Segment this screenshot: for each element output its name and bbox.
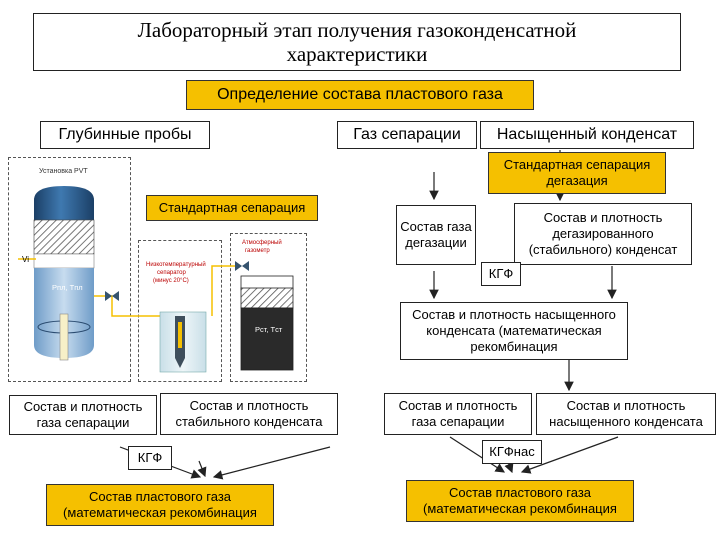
saturated-condensate-text: Насыщенный конденсат: [496, 126, 678, 143]
right-saturated-condensate-box: Состав и плотность насыщенного конденсат…: [536, 393, 716, 435]
page-title-text: Лабораторный этап получения газоконденса…: [137, 17, 577, 66]
pvt-unit-frame: [8, 157, 131, 382]
right-gas-composition-text: Состав и плотность газа сепарации: [398, 397, 518, 429]
deep-samples-box: Глубинные пробы: [40, 121, 210, 149]
left-kgf-text: КГФ: [137, 449, 163, 465]
left-stable-condensate-box: Состав и плотность стабильного конденсат…: [160, 393, 338, 435]
separation-gas-box: Газ сепарации: [337, 121, 477, 149]
left-result-box: Состав пластового газа (математическая р…: [46, 484, 274, 526]
left-result-text: Состав пластового газа (математическая р…: [63, 488, 257, 520]
right-saturated-condensate-text: Состав и плотность насыщенного конденсат…: [549, 397, 703, 429]
saturated-comp-text: Состав и плотность насыщенного конденсат…: [412, 306, 616, 355]
left-gas-composition-text: Состав и плотность газа сепарации: [23, 398, 143, 430]
saturated-condensate-box: Насыщенный конденсат: [480, 121, 694, 149]
kgf-sat-text: КГФнас: [489, 443, 535, 459]
gasometer-frame: [230, 233, 307, 382]
deep-samples-text: Глубинные пробы: [58, 126, 192, 143]
page-title: Лабораторный этап получения газоконденса…: [33, 13, 681, 71]
separation-gas-text: Газ сепарации: [353, 126, 461, 143]
std-sep-degas-text: Стандартная сепарация дегазация: [503, 156, 651, 188]
degas-condensate-box: Состав и плотность дегазированного (стаб…: [514, 203, 692, 265]
degas-condensate-text: Состав и плотность дегазированного (стаб…: [528, 209, 678, 258]
std-sep-degas-box: Стандартная сепарация дегазация: [488, 152, 666, 194]
right-kgf-text: КГФ: [488, 265, 514, 281]
standard-separation-text: Стандартная сепарация: [158, 199, 306, 215]
left-gas-composition-box: Состав и плотность газа сепарации: [9, 395, 157, 435]
saturated-comp-box: Состав и плотность насыщенного конденсат…: [400, 302, 628, 360]
degas-gas-box: Состав газа дегазации: [396, 205, 476, 265]
right-result-box: Состав пластового газа (математическая р…: [406, 480, 634, 522]
right-result-text: Состав пластового газа (математическая р…: [423, 484, 617, 516]
left-stable-condensate-text: Состав и плотность стабильного конденсат…: [175, 397, 323, 429]
degas-gas-text: Состав газа дегазации: [400, 218, 472, 250]
right-gas-composition-box: Состав и плотность газа сепарации: [384, 393, 532, 435]
separator-frame: [138, 240, 222, 382]
standard-separation-box: Стандартная сепарация: [146, 195, 318, 221]
main-goal-text: Определение состава пластового газа: [217, 86, 503, 103]
main-goal-box: Определение состава пластового газа: [186, 80, 534, 110]
kgf-sat-box: КГФнас: [482, 440, 542, 464]
left-kgf-box: КГФ: [128, 446, 172, 470]
right-kgf-box: КГФ: [481, 262, 521, 286]
